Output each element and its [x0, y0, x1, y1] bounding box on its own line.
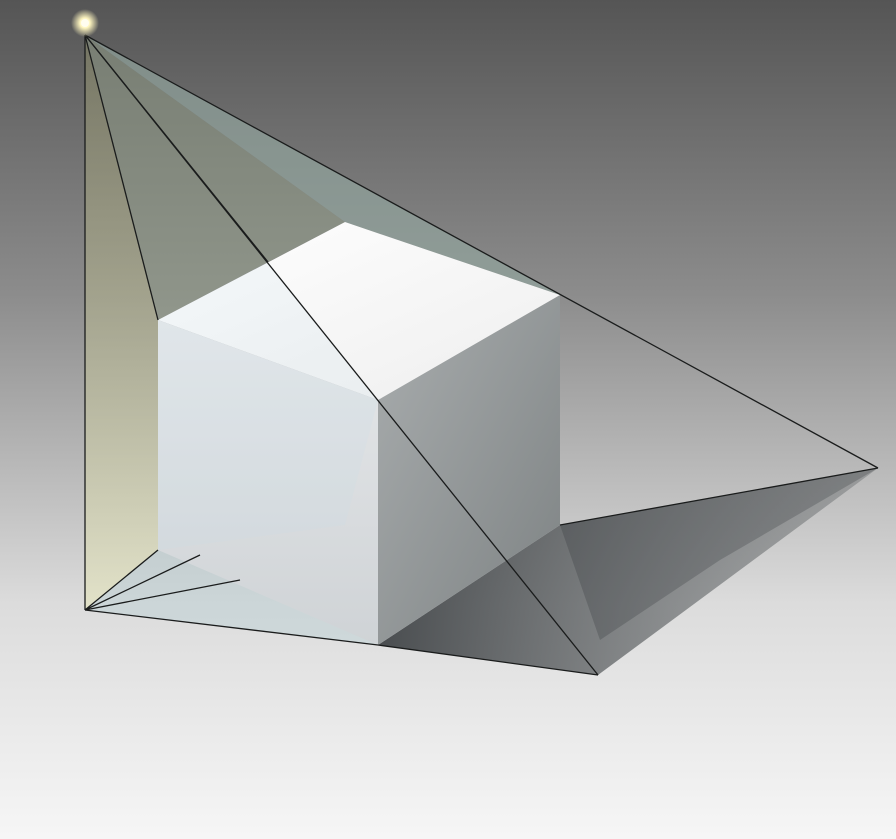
light-source-icon — [81, 19, 89, 27]
